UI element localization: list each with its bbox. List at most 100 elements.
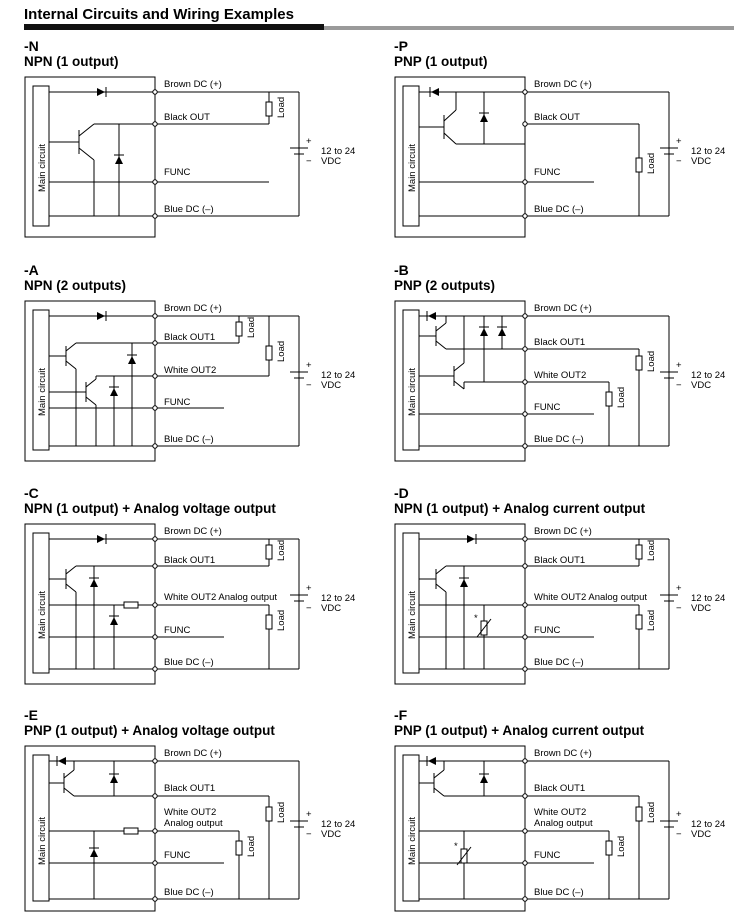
supply-label: 12 to 24 — [321, 593, 355, 604]
polarity-sign: − — [676, 829, 682, 840]
supply-label: 12 to 24 — [691, 370, 725, 381]
circuit-title: PNP (1 output) — [394, 54, 488, 69]
polarity-sign: − — [306, 603, 312, 614]
wire-label: FUNC — [534, 850, 561, 861]
wire-label: Blue DC (–) — [164, 887, 214, 898]
wire-label: White OUT2 Analog output — [164, 592, 277, 603]
wire-label: Blue DC (–) — [164, 657, 214, 668]
load-label: Load — [646, 802, 657, 823]
wire-label: Black OUT1 — [164, 555, 215, 566]
supply-label: VDC — [691, 156, 711, 167]
main-circuit-label: Main circuit — [37, 144, 48, 192]
circuit-code: -N — [24, 38, 39, 54]
circuit-code: -D — [394, 485, 409, 501]
circuit-title: PNP (1 output) + Analog voltage output — [24, 723, 275, 738]
wire-label: Black OUT1 — [534, 337, 585, 348]
polarity-sign: + — [306, 809, 312, 820]
wire-label: Brown DC (+) — [534, 526, 592, 537]
main-circuit-label: Main circuit — [407, 591, 418, 639]
wire-label: FUNC — [164, 397, 191, 408]
load-label: Load — [646, 351, 657, 372]
supply-label: VDC — [321, 380, 341, 391]
wire-label: White OUT2 — [534, 370, 586, 381]
wire-label: FUNC — [164, 850, 191, 861]
load-label: Load — [646, 153, 657, 174]
wire-label: FUNC — [164, 167, 191, 178]
circuit-block-d: -D NPN (1 output) + Analog current outpu… — [394, 485, 725, 685]
circuit-diagram-d: * Main circuit Brown DC (+) Black OUT1 W… — [394, 519, 725, 694]
main-circuit-label: Main circuit — [37, 591, 48, 639]
wire-label: Brown DC (+) — [164, 303, 222, 314]
wire-label: Analog output — [534, 818, 593, 829]
circuit-block-f: -F PNP (1 output) + Analog current outpu… — [394, 707, 725, 912]
circuit-block-c: -C NPN (1 output) + Analog voltage outpu… — [24, 485, 355, 685]
load-label: Load — [276, 802, 287, 823]
wire-label: Brown DC (+) — [534, 303, 592, 314]
wire-label: White OUT2 — [164, 365, 216, 376]
wire-label: Blue DC (–) — [534, 887, 584, 898]
circuit-title: NPN (2 outputs) — [24, 278, 126, 293]
polarity-sign: + — [676, 360, 682, 371]
wire-label: Blue DC (–) — [534, 204, 584, 215]
wire-label: Blue DC (–) — [534, 434, 584, 445]
wire-label: Brown DC (+) — [164, 748, 222, 759]
supply-label: VDC — [691, 829, 711, 840]
load-label: Load — [276, 540, 287, 561]
load-label: Load — [276, 610, 287, 631]
load-label: Load — [246, 317, 257, 338]
polarity-sign: − — [306, 156, 312, 167]
wire-label: Brown DC (+) — [534, 79, 592, 90]
wire-label: Brown DC (+) — [534, 748, 592, 759]
load-label: Load — [646, 540, 657, 561]
supply-label: 12 to 24 — [691, 819, 725, 830]
circuit-code: -F — [394, 707, 408, 723]
wire-label: FUNC — [534, 167, 561, 178]
circuit-diagram-c: Main circuit Brown DC (+) Black OUT1 Whi… — [24, 519, 355, 694]
circuit-diagram-e: Main circuit Brown DC (+) Black OUT1 Whi… — [24, 741, 355, 916]
circuit-code: -C — [24, 485, 39, 501]
circuit-code: -E — [24, 707, 38, 723]
load-label: Load — [646, 610, 657, 631]
circuit-diagram-n: Main circuit Brown DC (+) Black OUT FUNC… — [24, 72, 355, 247]
main-circuit-label: Main circuit — [407, 144, 418, 192]
circuit-title: PNP (1 output) + Analog current output — [394, 723, 645, 738]
circuit-code: -P — [394, 38, 408, 54]
polarity-sign: − — [676, 603, 682, 614]
circuit-title: NPN (1 output) + Analog voltage output — [24, 501, 276, 516]
current-source-mark: * — [474, 613, 478, 624]
circuit-diagram-a: Main circuit Brown DC (+) Black OUT1 Whi… — [24, 296, 355, 471]
supply-label: 12 to 24 — [321, 819, 355, 830]
circuit-code: -B — [394, 262, 409, 278]
circuit-block-n: -N NPN (1 output) — [24, 38, 355, 238]
main-circuit-label: Main circuit — [37, 817, 48, 865]
circuit-block-p: -P PNP (1 output) — [394, 38, 725, 238]
supply-label: 12 to 24 — [321, 146, 355, 157]
polarity-sign: − — [306, 829, 312, 840]
page-title: Internal Circuits and Wiring Examples — [24, 6, 294, 23]
polarity-sign: + — [306, 360, 312, 371]
supply-label: VDC — [321, 829, 341, 840]
wire-label: Brown DC (+) — [164, 79, 222, 90]
load-label: Load — [276, 341, 287, 362]
supply-label: 12 to 24 — [691, 593, 725, 604]
wire-label: Black OUT1 — [164, 783, 215, 794]
circuit-title: NPN (1 output) — [24, 54, 119, 69]
load-label: Load — [616, 836, 627, 857]
wire-label: Blue DC (–) — [534, 657, 584, 668]
wire-label: Brown DC (+) — [164, 526, 222, 537]
load-label: Load — [616, 387, 627, 408]
wire-label: Black OUT1 — [534, 555, 585, 566]
circuit-block-b: -B PNP (2 outputs) — [394, 262, 725, 462]
wire-label: Black OUT1 — [534, 783, 585, 794]
polarity-sign: + — [676, 809, 682, 820]
main-circuit-label: Main circuit — [37, 368, 48, 416]
circuit-diagram-p: Main circuit Brown DC (+) Black OUT FUNC… — [394, 72, 725, 247]
supply-label: 12 to 24 — [321, 370, 355, 381]
wire-label: Analog output — [164, 818, 223, 829]
supply-label: 12 to 24 — [691, 146, 725, 157]
title-underline-dark — [24, 24, 324, 30]
wire-label: Black OUT — [534, 112, 580, 123]
polarity-sign: − — [676, 156, 682, 167]
wire-label: FUNC — [534, 625, 561, 636]
polarity-sign: + — [676, 136, 682, 147]
